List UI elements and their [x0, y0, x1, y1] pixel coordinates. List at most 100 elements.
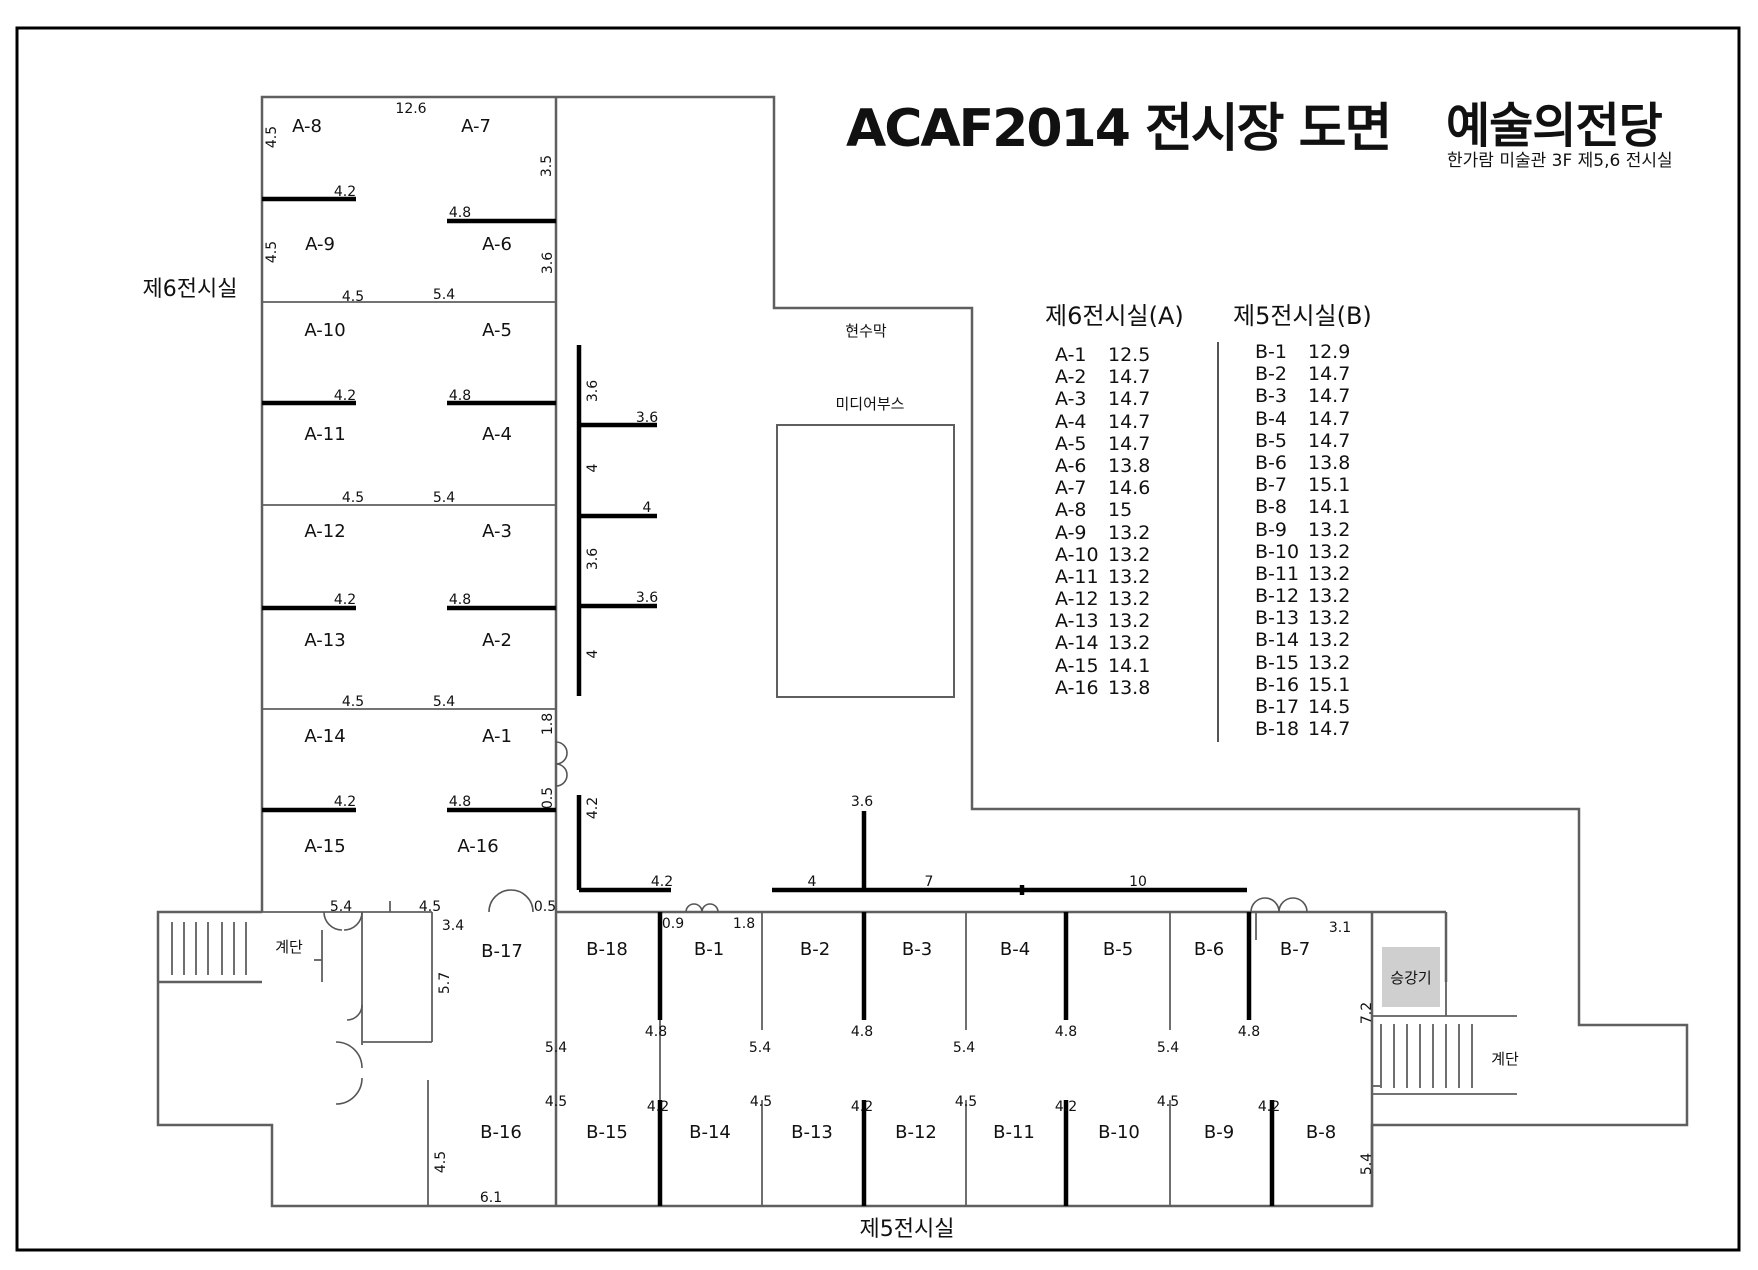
- dimension-label: 4: [643, 500, 652, 516]
- booth-area: 13.2: [1108, 632, 1151, 655]
- door-icon: [323, 741, 1308, 1105]
- booth-id: A-7: [1055, 477, 1087, 500]
- booth-label-a: A-10: [304, 320, 345, 341]
- dimension-label: 5.4: [330, 899, 352, 915]
- booth-label-a: A-13: [304, 630, 345, 651]
- dimension-label: 1.8: [540, 713, 556, 735]
- booth-label-b: B-2: [800, 939, 830, 960]
- booth-area: 14.7: [1108, 388, 1151, 411]
- dimension-label: 3.6: [636, 410, 658, 426]
- building-outline: [156, 95, 1689, 1208]
- dimension-label: 4.8: [1055, 1024, 1077, 1040]
- booth-id: B-7: [1255, 474, 1287, 497]
- dimension-label: 4.2: [334, 592, 356, 608]
- area-list-a-item: A-3 14.7: [1055, 388, 1150, 410]
- booth-label-b: B-13: [791, 1122, 833, 1143]
- booth-label-a: A-2: [482, 630, 512, 651]
- booth-id: A-3: [1055, 388, 1087, 411]
- area-list-a-heading: 제6전시실(A): [1045, 302, 1184, 330]
- stairs-label: 계단: [275, 938, 303, 956]
- booth-label-a: A-3: [482, 521, 512, 542]
- booth-area: 13.2: [1108, 521, 1151, 544]
- booth-label-a: A-12: [304, 521, 345, 542]
- dimension-label: 7.2: [1359, 1002, 1375, 1024]
- booth-area: 13.2: [1308, 518, 1351, 541]
- booth-area: 13.2: [1308, 540, 1351, 563]
- booth-id: B-17: [1255, 696, 1300, 718]
- booth-label-a: A-4: [482, 424, 512, 445]
- area-list-b-item: B-18 14.7: [1255, 718, 1350, 740]
- booth-id: A-13: [1055, 610, 1099, 633]
- stairs-right-steps: [1380, 1024, 1473, 1088]
- booth-area: 14.7: [1108, 410, 1151, 433]
- booth-id: B-14: [1255, 629, 1300, 652]
- booth-id: A-2: [1055, 366, 1087, 389]
- dimension-label: 4.2: [334, 184, 356, 200]
- dimension-label: 1.8: [733, 916, 755, 932]
- dimension-label: 4.5: [264, 126, 280, 148]
- booth-label-b: B-17: [481, 941, 523, 962]
- dimension-label: 4.2: [334, 794, 356, 810]
- booth-label-a: A-7: [461, 116, 491, 137]
- area-list-b-item: B-16 15.1: [1255, 674, 1350, 696]
- booth-area: 13.8: [1108, 454, 1151, 477]
- stairs-left-steps: [171, 922, 247, 975]
- booth-label-b: B-14: [689, 1122, 731, 1143]
- booth-label-b: B-12: [895, 1122, 937, 1143]
- booth-label-b: B-1: [694, 939, 724, 960]
- booth-area: 13.2: [1108, 543, 1151, 566]
- banner-label: 현수막: [845, 322, 887, 340]
- booth-id: B-12: [1255, 585, 1300, 608]
- booth-label-a: A-15: [304, 836, 345, 857]
- booth-label-a: A-14: [304, 726, 345, 747]
- dimension-label: 4.2: [334, 388, 356, 404]
- booth-label-b: B-5: [1103, 939, 1133, 960]
- booth-label-b: B-11: [993, 1122, 1035, 1143]
- dimension-label: 4.8: [645, 1024, 667, 1040]
- booth-id: B-6: [1255, 451, 1287, 474]
- dimension-label: 4.5: [342, 694, 364, 710]
- booth-id: B-18: [1255, 718, 1300, 741]
- booth-id: A-10: [1055, 543, 1099, 566]
- media-booth-box: [776, 424, 955, 698]
- booth-id: B-11: [1255, 562, 1300, 585]
- dimension-label: 5.4: [749, 1040, 771, 1056]
- booth-id: A-12: [1055, 588, 1099, 611]
- dimension-label: 3.4: [442, 918, 464, 934]
- booth-id: B-16: [1255, 673, 1300, 696]
- elevator-box: [1382, 947, 1440, 1007]
- booth-id: B-1: [1255, 341, 1287, 363]
- dimension-label: 4.5: [342, 490, 364, 506]
- booth-area: 13.2: [1308, 562, 1351, 585]
- dimension-label: 4: [585, 649, 601, 658]
- dimension-label: 5.4: [1157, 1040, 1179, 1056]
- booth-area: 14.7: [1308, 718, 1351, 741]
- booth-id: B-5: [1255, 429, 1287, 452]
- dimension-label: 4.8: [1238, 1024, 1260, 1040]
- booth-id: A-16: [1055, 676, 1099, 699]
- dimension-label: 4.2: [1258, 1099, 1280, 1115]
- list-divider: [1217, 342, 1219, 742]
- media-booth-label: 미디어부스: [835, 395, 904, 413]
- booth-area: 14.1: [1308, 496, 1351, 519]
- booth-id: A-14: [1055, 632, 1099, 655]
- booth-area: 14.1: [1108, 654, 1151, 677]
- dimension-label: 4.5: [955, 1094, 977, 1110]
- booth-id: B-9: [1255, 518, 1287, 541]
- dimension-label: 4.2: [651, 874, 673, 890]
- booth-area: 15.1: [1308, 673, 1351, 696]
- booth-id: A-1: [1055, 344, 1087, 366]
- dimension-label: 4.8: [851, 1024, 873, 1040]
